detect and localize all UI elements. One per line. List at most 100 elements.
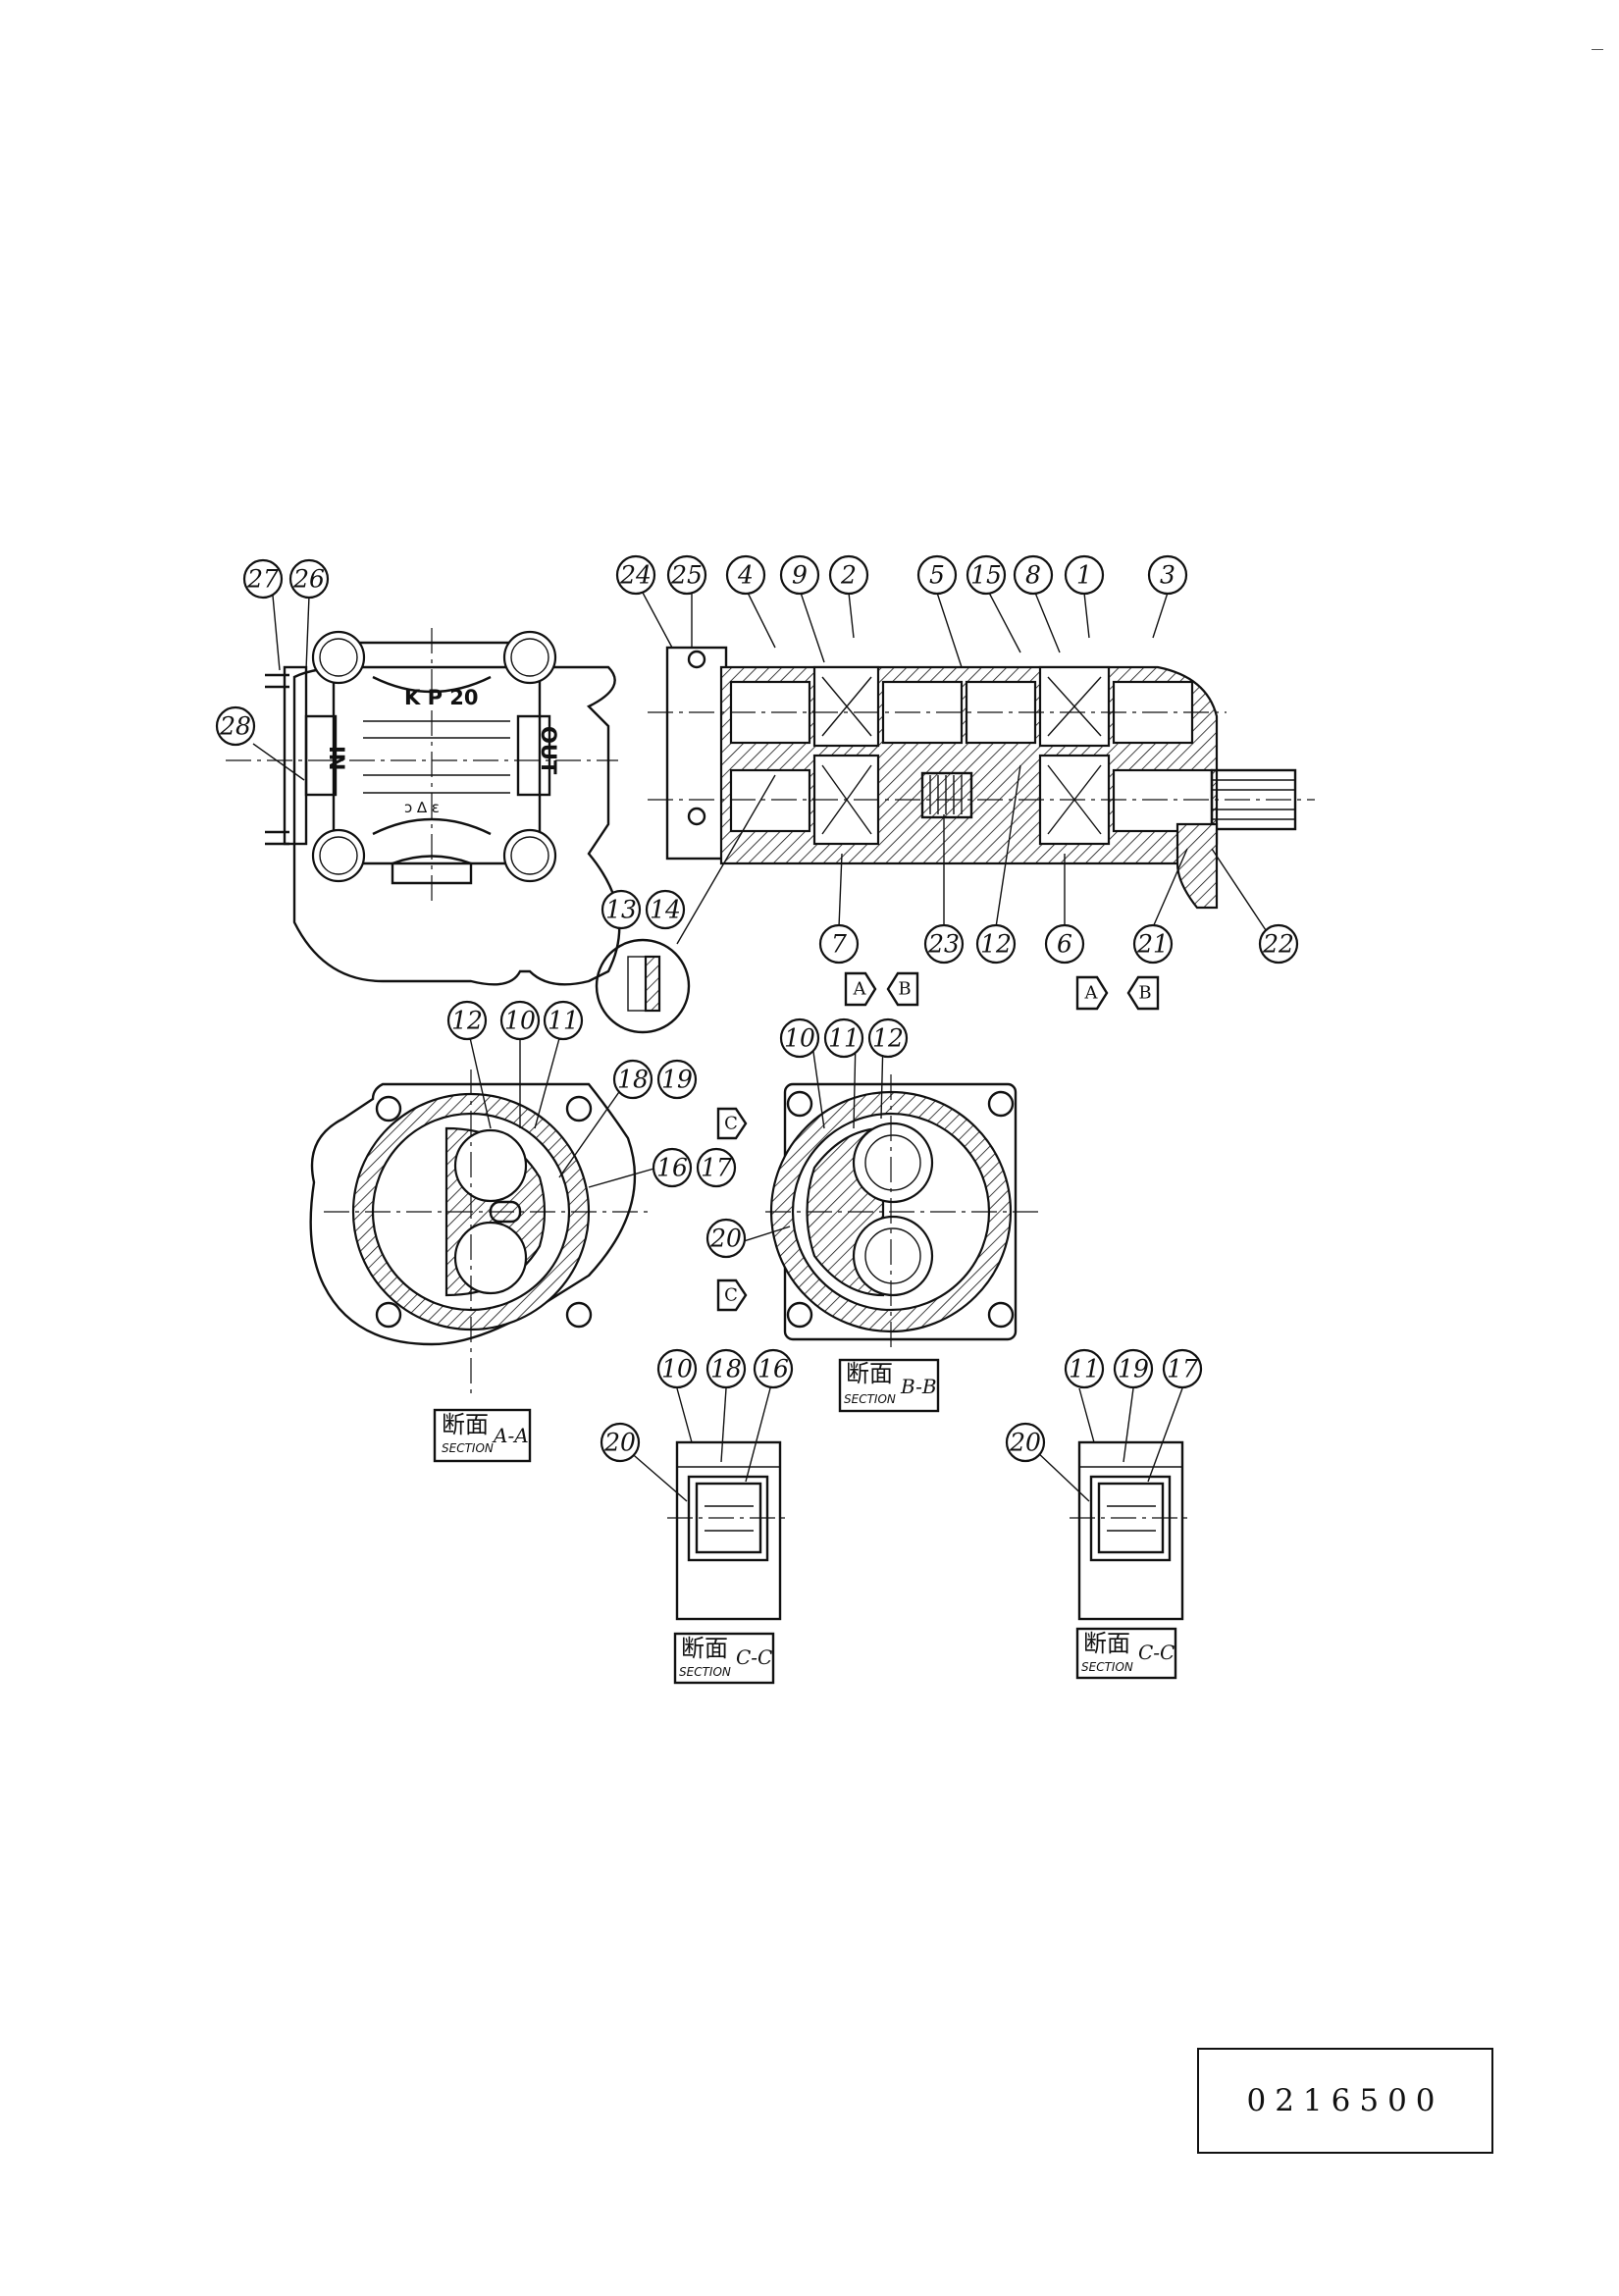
svg-text:11: 11: [548, 1007, 579, 1035]
callout-20c: 20: [1005, 1422, 1046, 1463]
callout-11a: 11: [543, 1000, 584, 1041]
svg-text:11: 11: [828, 1024, 860, 1053]
svg-text:A: A: [1084, 983, 1099, 1004]
svg-text:20: 20: [603, 1429, 636, 1457]
callout-20b: 20: [600, 1422, 641, 1463]
svg-text:22: 22: [1262, 930, 1294, 959]
section-c-c-right: [1070, 1440, 1192, 1621]
svg-text:25: 25: [670, 561, 703, 590]
callout-22: 22: [1258, 923, 1299, 965]
svg-text:12: 12: [980, 930, 1012, 959]
svg-text:A: A: [853, 979, 867, 1000]
svg-text:23: 23: [927, 930, 960, 959]
callout-21: 21: [1132, 923, 1174, 965]
callout-23: 23: [923, 923, 965, 965]
flow-arrow-b-1: B: [886, 971, 919, 1007]
svg-text:C-C: C-C: [736, 1645, 772, 1669]
port-out-label: OUT: [537, 726, 560, 775]
section-label-c-c-right: 断面 SECTION C-C: [1075, 1627, 1177, 1680]
callout-17b: 17: [1162, 1348, 1203, 1389]
svg-text:17: 17: [1167, 1355, 1198, 1383]
svg-text:13: 13: [605, 896, 637, 924]
svg-text:B: B: [1138, 983, 1151, 1004]
svg-text:3: 3: [1160, 561, 1175, 590]
svg-text:5: 5: [929, 561, 945, 590]
section-c-c-left: [667, 1440, 790, 1621]
callout-8: 8: [1013, 554, 1054, 596]
callout-16b: 16: [753, 1348, 794, 1389]
svg-text:18: 18: [617, 1066, 649, 1094]
section-label-c-c-left: 断面 SECTION C-C: [673, 1632, 775, 1685]
svg-text:10: 10: [661, 1355, 693, 1383]
callout-15: 15: [966, 554, 1007, 596]
callout-16a: 16: [652, 1147, 693, 1188]
svg-text:12: 12: [451, 1007, 483, 1035]
end-view: K P 20 IN OUT ɔ ∆ ɛ: [226, 628, 621, 986]
svg-text:9: 9: [792, 561, 808, 590]
svg-text:19: 19: [661, 1066, 693, 1094]
svg-text:24: 24: [619, 561, 652, 590]
document-number: 0216500: [1197, 2048, 1493, 2154]
svg-text:C: C: [724, 1285, 738, 1306]
svg-text:16: 16: [757, 1355, 789, 1383]
flow-arrow-b-2: B: [1126, 975, 1160, 1011]
svg-text:B: B: [898, 979, 911, 1000]
svg-text:28: 28: [219, 712, 251, 741]
callout-10c: 10: [656, 1348, 698, 1389]
callout-6: 6: [1044, 923, 1085, 965]
svg-text:2: 2: [840, 561, 857, 590]
callout-11c: 11: [1064, 1348, 1105, 1389]
svg-text:27: 27: [246, 565, 279, 594]
svg-text:1: 1: [1076, 561, 1092, 590]
svg-text:C-C: C-C: [1138, 1641, 1175, 1664]
callout-10a: 10: [499, 1000, 541, 1041]
callout-5: 5: [916, 554, 958, 596]
callout-27: 27: [242, 558, 284, 600]
svg-text:21: 21: [1136, 930, 1169, 959]
svg-text:26: 26: [292, 565, 325, 594]
svg-text:A-A: A-A: [492, 1424, 529, 1447]
svg-text:8: 8: [1025, 561, 1041, 590]
svg-text:17: 17: [701, 1154, 732, 1182]
port-in-label: IN: [325, 746, 348, 770]
flow-arrow-c-2: C: [716, 1278, 748, 1312]
svg-text:18: 18: [710, 1355, 742, 1383]
callout-19b: 19: [1113, 1348, 1154, 1389]
svg-text:10: 10: [504, 1007, 536, 1035]
svg-text:断面: 断面: [442, 1411, 489, 1438]
section-label-a-a: 断面 SECTION A-A: [433, 1408, 532, 1463]
nameplate-small-text: ɔ ∆ ɛ: [404, 799, 440, 816]
callout-25: 25: [666, 554, 707, 596]
svg-text:C: C: [724, 1114, 738, 1134]
svg-text:断面: 断面: [1083, 1630, 1130, 1657]
callout-28: 28: [215, 705, 256, 747]
svg-text:10: 10: [784, 1024, 815, 1053]
svg-text:16: 16: [656, 1154, 688, 1182]
callout-4: 4: [725, 554, 766, 596]
svg-text:断面: 断面: [681, 1635, 728, 1662]
callout-7: 7: [818, 923, 860, 965]
callout-13: 13: [601, 889, 642, 930]
callout-12a: 12: [975, 923, 1017, 965]
svg-text:14: 14: [650, 896, 681, 924]
flow-arrow-a-2: A: [1075, 975, 1109, 1011]
svg-text:20: 20: [1009, 1429, 1041, 1457]
callout-19a: 19: [656, 1059, 698, 1100]
svg-text:11: 11: [1069, 1355, 1100, 1383]
callout-12c: 12: [867, 1018, 909, 1059]
callout-1: 1: [1064, 554, 1105, 596]
svg-text:SECTION: SECTION: [679, 1665, 731, 1679]
callout-17a: 17: [696, 1147, 737, 1188]
nameplate-model: K P 20: [404, 686, 479, 709]
flow-arrow-c-1: C: [716, 1107, 748, 1140]
svg-text:20: 20: [709, 1225, 742, 1253]
callout-18b: 18: [705, 1348, 747, 1389]
edge-mark: [1592, 49, 1603, 50]
svg-text:SECTION: SECTION: [442, 1441, 494, 1455]
svg-text:7: 7: [831, 930, 847, 959]
svg-text:19: 19: [1118, 1355, 1149, 1383]
callout-10b: 10: [779, 1018, 820, 1059]
svg-text:B-B: B-B: [900, 1375, 937, 1398]
section-b-b: [765, 1074, 1040, 1349]
